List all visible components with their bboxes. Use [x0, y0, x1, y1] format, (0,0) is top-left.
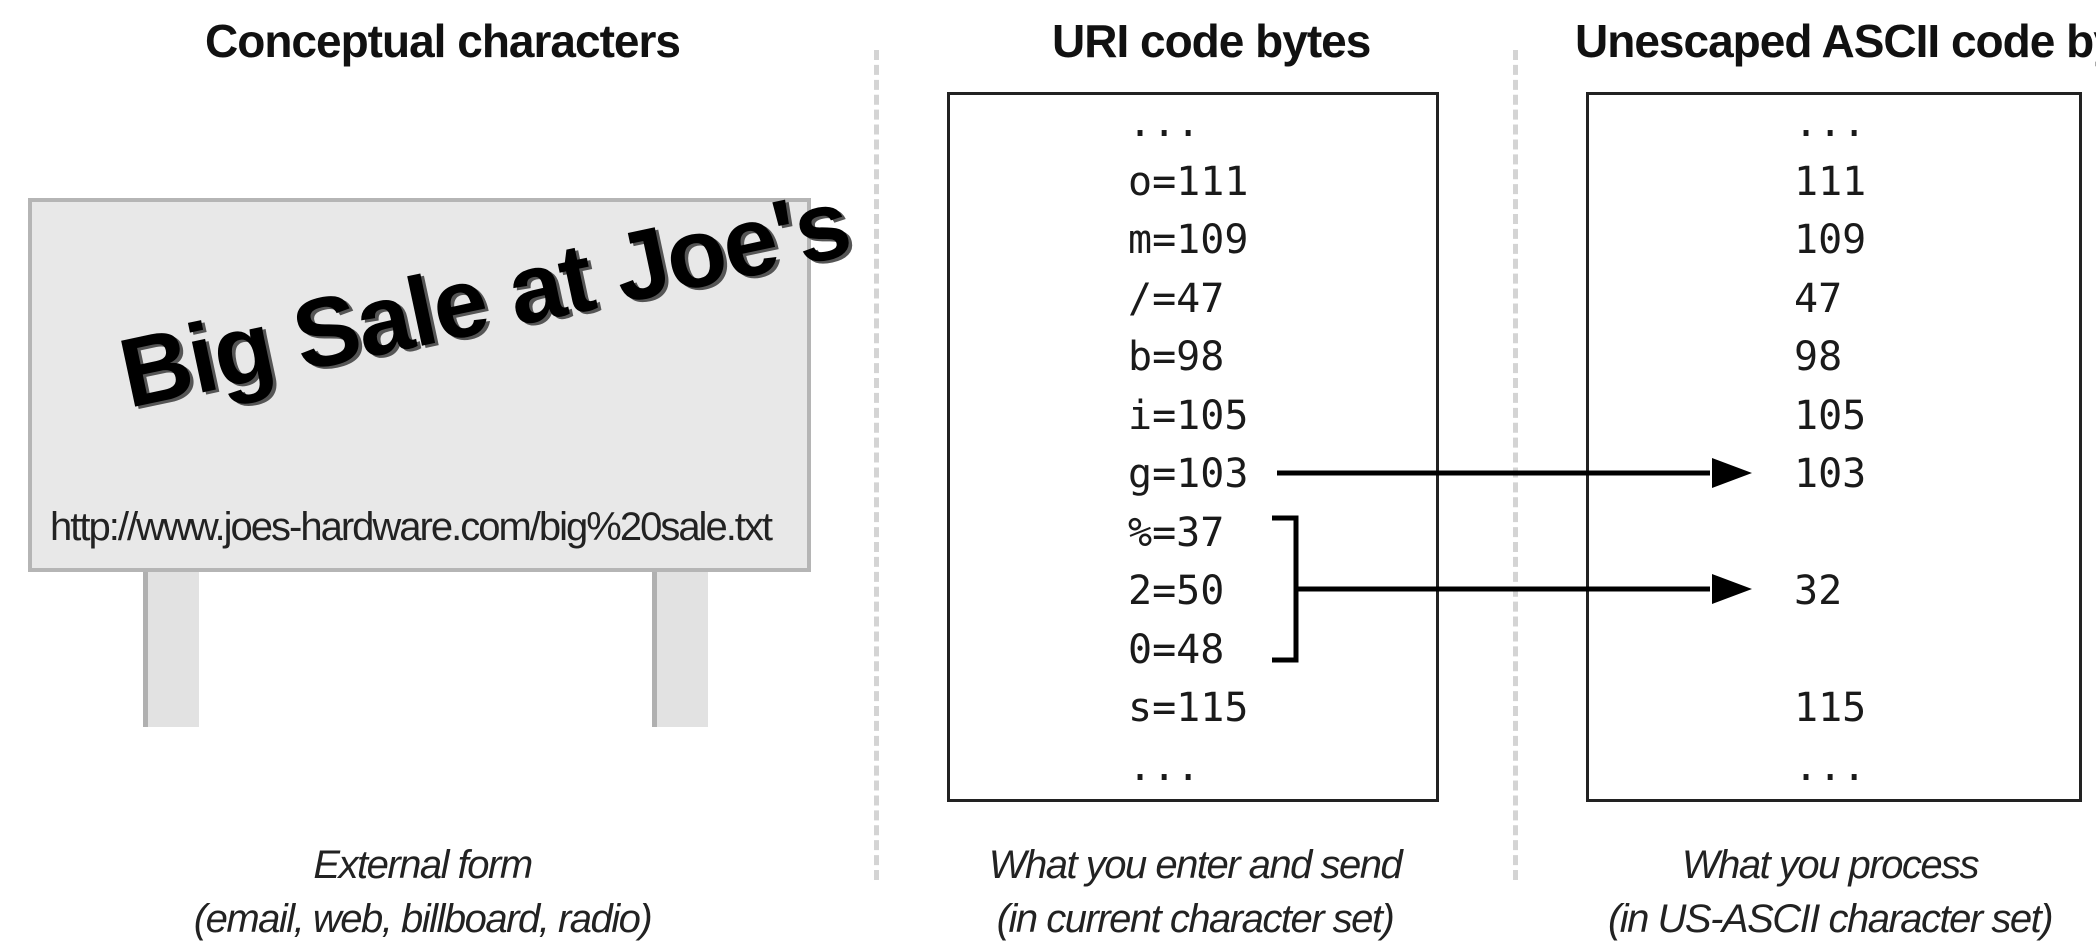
billboard-post-right: [652, 572, 708, 727]
escape-bracket: [1272, 515, 1299, 663]
uri-byte-row: s=115: [1128, 685, 1249, 731]
uri-byte-row: 2=50: [1128, 568, 1225, 614]
column-divider-left: [874, 50, 879, 880]
uri-byte-row: 0=48: [1128, 626, 1225, 673]
uri-caption: What you enter and send (in current char…: [950, 838, 1440, 946]
uri-bytes-box: [947, 92, 1439, 802]
uri-code-bytes-heading: URI code bytes: [1052, 15, 1371, 67]
ascii-byte-row: 115: [1794, 685, 1867, 731]
external-form-caption-line2: (email, web, billboard, radio): [193, 897, 653, 941]
ascii-caption-line1: What you process: [1681, 843, 1980, 887]
uri-caption-line1: What you enter and send: [988, 843, 1403, 887]
uri-byte-row: ...: [1128, 100, 1201, 146]
billboard-post-left: [143, 572, 199, 727]
arrowhead-32: [1712, 574, 1752, 604]
ascii-byte-row: 98: [1794, 334, 1843, 380]
ascii-byte-row: 32: [1794, 568, 1843, 614]
ascii-byte-row: 109: [1794, 217, 1867, 263]
uri-caption-line2: (in current character set): [996, 897, 1395, 941]
unescaped-ascii-heading: Unescaped ASCII code byte: [1575, 15, 2096, 67]
uri-byte-row: b=98: [1128, 334, 1225, 380]
ascii-caption: What you process (in US-ASCII character …: [1580, 838, 2080, 946]
ascii-byte-row: ...: [1794, 100, 1867, 146]
column-divider-right: [1513, 50, 1518, 880]
uri-byte-row: m=109: [1128, 217, 1249, 263]
uri-byte-row: g=103: [1128, 451, 1249, 497]
ascii-byte-row: 105: [1794, 392, 1867, 439]
arrowhead-103: [1712, 458, 1752, 488]
ascii-byte-row: ...: [1794, 743, 1867, 790]
ascii-byte-row: 47: [1794, 275, 1843, 322]
billboard: [28, 198, 811, 572]
uri-byte-row: i=105: [1128, 392, 1249, 439]
billboard-url: http://www.joes-hardware.com/big%20sale.…: [50, 505, 773, 549]
uri-byte-row: %=37: [1128, 509, 1225, 556]
ascii-caption-line2: (in US-ASCII character set): [1607, 897, 2054, 941]
uri-byte-row: ...: [1128, 743, 1201, 790]
external-form-caption: External form (email, web, billboard, ra…: [150, 838, 695, 946]
ascii-byte-row: 111: [1794, 158, 1867, 205]
uri-byte-row: /=47: [1128, 275, 1225, 322]
uri-byte-row: o=111: [1128, 158, 1249, 205]
conceptual-characters-heading: Conceptual characters: [205, 15, 681, 67]
ascii-bytes-box: [1586, 92, 2082, 802]
ascii-byte-row: 103: [1794, 451, 1867, 497]
external-form-caption-line1: External form: [313, 843, 533, 887]
